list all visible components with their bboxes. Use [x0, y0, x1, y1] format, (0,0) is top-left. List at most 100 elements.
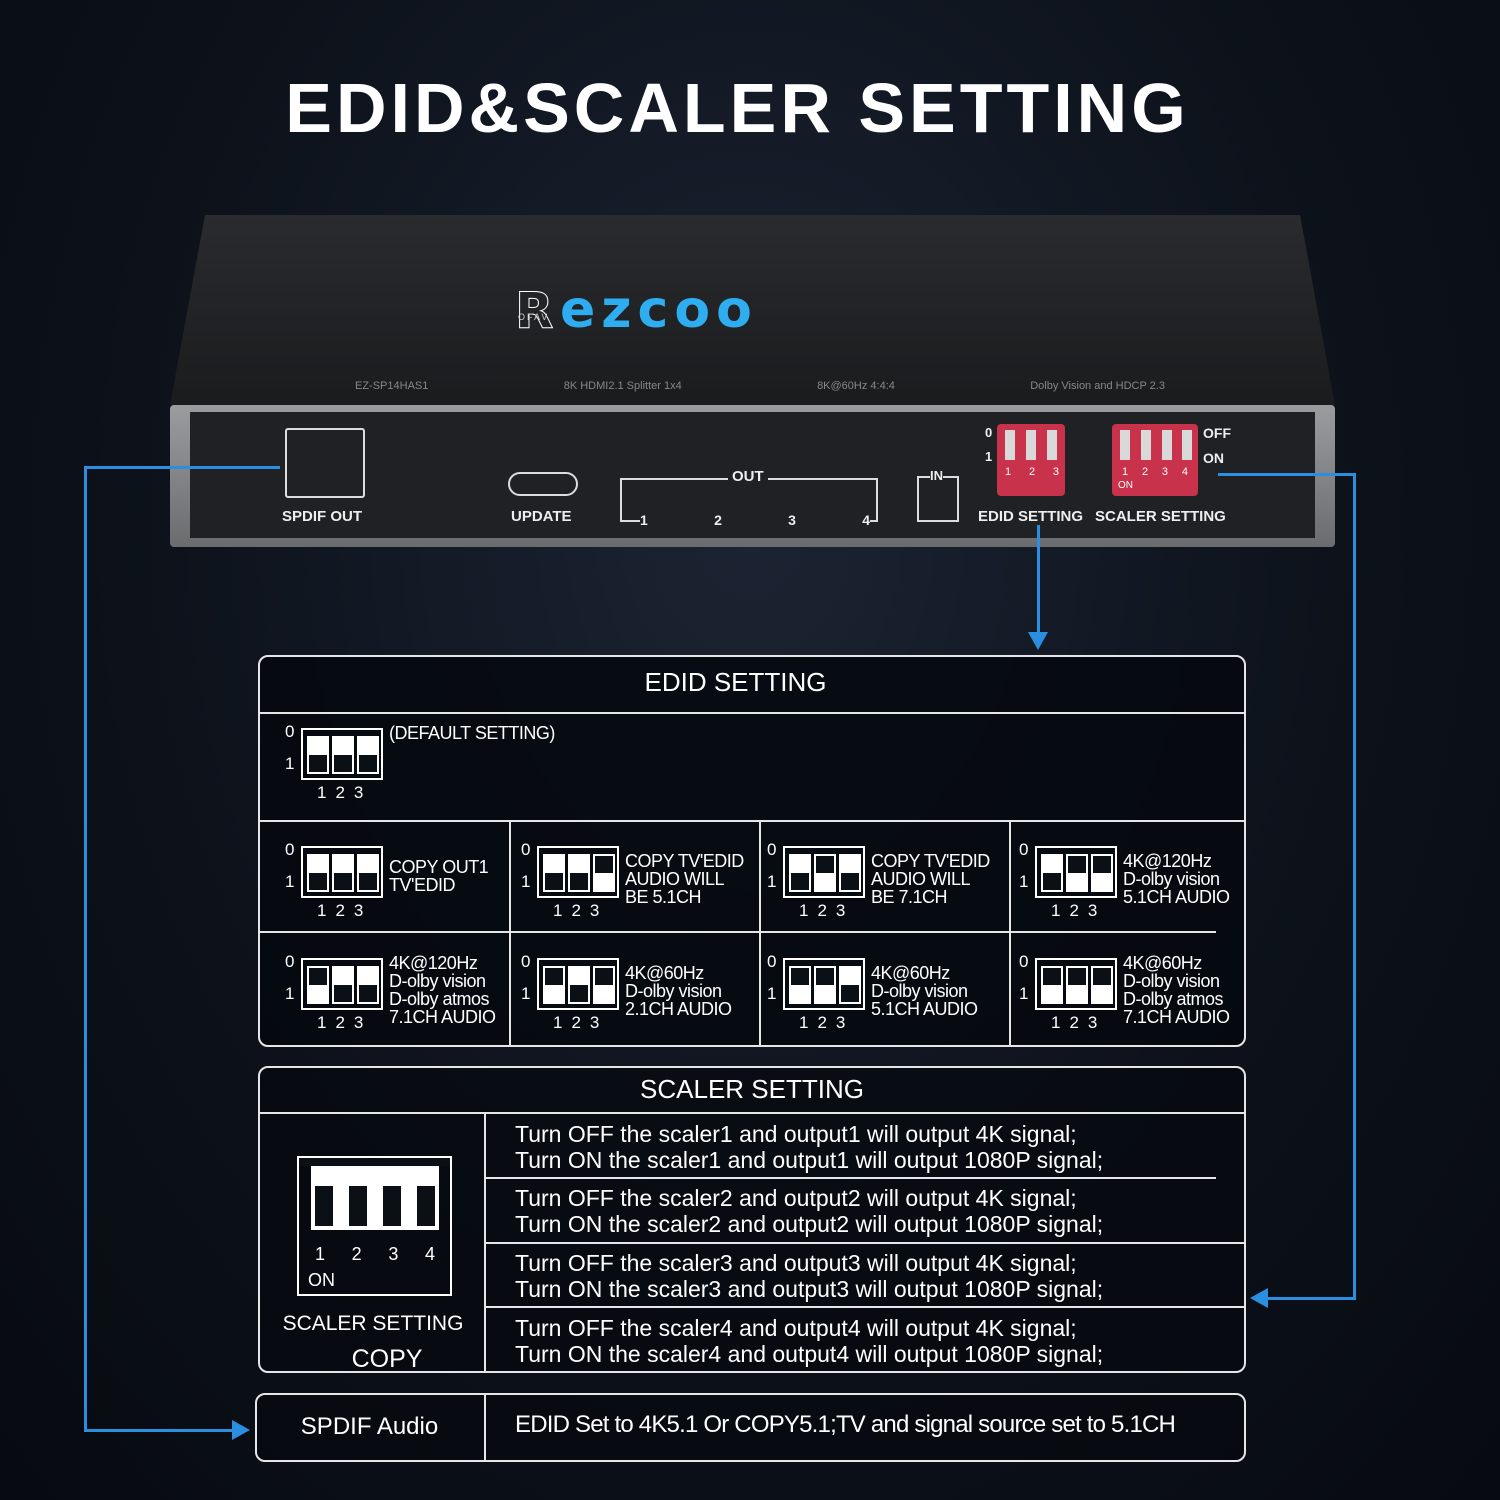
- scaler-caption-copy: COPY: [351, 1345, 423, 1373]
- connector-line: [1037, 525, 1040, 633]
- switch-knob: [1043, 856, 1061, 873]
- switch-knob: [1068, 873, 1086, 890]
- zero-label: 0: [1019, 840, 1029, 859]
- switch-slot: [543, 854, 565, 892]
- one-label: 1: [521, 872, 531, 891]
- switch-slot: [1041, 854, 1063, 892]
- one-label: 1: [285, 984, 295, 1003]
- out-label: OUT: [728, 468, 768, 485]
- switch-knob: [309, 738, 327, 755]
- switch-knob: [334, 968, 352, 985]
- spdif-table: [255, 1393, 1246, 1462]
- out-port-num: 4: [862, 512, 870, 528]
- switch-slot: [814, 966, 836, 1004]
- dip-num: 1: [1122, 466, 1129, 478]
- zero-label: 0: [767, 952, 777, 971]
- spdif-out-label: SPDIF OUT: [282, 508, 363, 525]
- switch-knob: [545, 856, 563, 873]
- switch-slot: [568, 854, 590, 892]
- spec: 8K HDMI2.1 Splitter 1x4: [563, 380, 682, 392]
- arrow-icon: [1250, 1288, 1268, 1308]
- switch-numbers: 123: [1051, 1013, 1107, 1032]
- switch-knob: [309, 856, 327, 873]
- switch-knob: [309, 985, 327, 1002]
- switch-knob: [359, 738, 377, 755]
- switch-slot: [357, 736, 379, 774]
- dip-num: 2: [1141, 466, 1149, 478]
- dip-num: 4: [424, 1244, 435, 1264]
- edid-option-label: COPY TV'EDID AUDIO WILL BE 5.1CH: [625, 851, 744, 907]
- switch-slot: [593, 854, 615, 892]
- switch-slot: [1066, 854, 1088, 892]
- switch-knob: [359, 968, 377, 985]
- switch-slot: [814, 854, 836, 892]
- switch-slot: [568, 966, 590, 1004]
- switch-numbers: 123: [553, 1013, 609, 1032]
- switch-slot: [1091, 966, 1113, 1004]
- switch-slot: [357, 966, 379, 1004]
- one-label: 1: [767, 984, 777, 1003]
- scaler-off-label: OFF: [1203, 425, 1231, 441]
- switch-knob: [1093, 985, 1111, 1002]
- switch-numbers: 123: [799, 901, 855, 920]
- in-label: IN: [930, 468, 943, 483]
- switch-numbers: 123: [317, 901, 373, 920]
- one-label: 1: [767, 872, 777, 891]
- switch-slot: [1041, 966, 1063, 1004]
- switch-slot: [543, 966, 565, 1004]
- page-title: EDID&SCALER SETTING: [285, 69, 1190, 147]
- logo-text: ezcoo: [560, 280, 758, 340]
- switch-knob: [791, 856, 809, 873]
- switch-knob: [545, 985, 563, 1002]
- switch-slot: [839, 966, 861, 1004]
- out-port-num: 3: [788, 512, 796, 528]
- dip-num: 4: [1181, 466, 1188, 478]
- spec: 8K@60Hz 4:4:4: [817, 380, 895, 392]
- dip-num: 3: [1052, 466, 1059, 478]
- switch-slot: [789, 854, 811, 892]
- arrow-icon: [232, 1420, 250, 1440]
- switch-knob: [595, 873, 613, 890]
- dip-num: 3: [1161, 466, 1169, 478]
- switch-knob: [570, 968, 588, 985]
- update-label: UPDATE: [511, 508, 572, 525]
- switch-slot: [789, 966, 811, 1004]
- one-label: 1: [1019, 984, 1029, 1003]
- connector-line: [84, 466, 87, 1432]
- edid-option-label: (DEFAULT SETTING): [389, 723, 555, 743]
- spdif-port: [285, 428, 365, 498]
- edid-table-title: EDID SETTING: [644, 667, 827, 697]
- edid-1-label: 1: [985, 449, 993, 464]
- switch-numbers: 123: [1051, 901, 1107, 920]
- zero-label: 0: [521, 840, 531, 859]
- scaler-table-title: SCALER SETTING: [640, 1074, 864, 1104]
- spdif-text: EDID Set to 4K5.1 Or COPY5.1;TV and sign…: [515, 1411, 1176, 1438]
- dip-on-label: ON: [308, 1270, 335, 1290]
- zero-label: 0: [285, 840, 295, 859]
- zero-label: 0: [521, 952, 531, 971]
- scaler-caption: SCALER SETTING: [282, 1312, 464, 1335]
- scaler-row-2: Turn OFF the scaler2 and output2 will ou…: [515, 1185, 1104, 1237]
- usb-c-port: [508, 472, 578, 496]
- switch-knob: [1043, 985, 1061, 1002]
- out-port-num: 2: [714, 512, 722, 528]
- dip-num: 3: [388, 1244, 399, 1264]
- switch-slot: [307, 736, 329, 774]
- switch-numbers: 123: [317, 783, 373, 802]
- switch-knob: [359, 856, 377, 873]
- connector-line: [84, 1429, 234, 1432]
- dip-on-label: ON: [1118, 480, 1133, 491]
- edid-option-label: 4K@60Hz D-olby vision 2.1CH AUDIO: [625, 963, 732, 1019]
- one-label: 1: [285, 872, 295, 891]
- switch-slot: [1091, 854, 1113, 892]
- connector-line: [84, 466, 280, 469]
- edid-0-label: 0: [985, 425, 993, 440]
- spdif-label: SPDIF Audio: [300, 1413, 439, 1440]
- connector-line: [1266, 1297, 1356, 1300]
